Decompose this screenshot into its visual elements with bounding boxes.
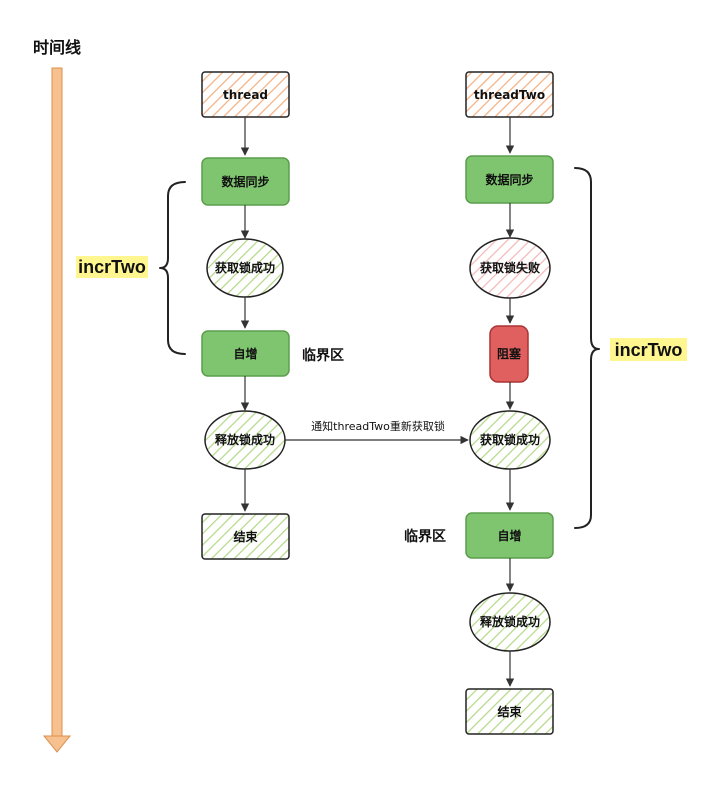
thread-two-blocked-label: 阻塞 (497, 346, 522, 361)
notify-label: 通知threadTwo重新获取锁 (311, 419, 445, 433)
thread-two-acquire-fail-node: 获取锁失败 (469, 237, 551, 299)
thread-two-acquire-node: 获取锁成功 (469, 410, 551, 470)
thread-two-end-node: 结束 (465, 688, 554, 735)
thread-one-increment-node: 自增 (201, 330, 290, 377)
thread-one-brace-label: incrTwo (78, 257, 146, 277)
thread-two-start-label: threadTwo (474, 88, 545, 102)
thread-one-acquire-node: 获取锁成功 (206, 238, 284, 298)
thread-two-sync-label: 数据同步 (485, 172, 533, 187)
thread-one-increment-label: 自增 (233, 346, 257, 361)
thread-one-start-node: thread (201, 71, 290, 118)
thread-two-end-label: 结束 (497, 704, 522, 719)
thread-two-brace-highlight (610, 338, 687, 361)
thread-one-brace-highlight (76, 256, 148, 278)
thread-two-increment-node: 自增 (465, 512, 554, 559)
thread-two-start-node: threadTwo (465, 71, 554, 118)
thread-one-critical-label: 临界区 (302, 347, 344, 364)
thread-two-brace (574, 167, 600, 529)
thread-two-release-label: 释放锁成功 (480, 614, 540, 629)
thread-two-increment-label: 自增 (497, 528, 521, 543)
thread-two-sync-node: 数据同步 (465, 155, 554, 204)
thread-two-acquire-fail-label: 获取锁失败 (479, 260, 540, 275)
thread-two-blocked-node: 阻塞 (489, 325, 529, 383)
timeline-arrow (42, 67, 72, 753)
thread-one-sync-node: 数据同步 (201, 157, 290, 206)
thread-one-brace (159, 181, 186, 355)
thread-one-end-node: 结束 (201, 513, 290, 560)
thread-one-acquire-label: 获取锁成功 (214, 260, 275, 275)
thread-one-release-node: 释放锁成功 (204, 410, 286, 470)
thread-two-critical-label: 临界区 (404, 528, 446, 545)
thread-one-release-label: 释放锁成功 (215, 432, 275, 447)
thread-one-start-label: thread (223, 88, 268, 102)
thread-two-brace-label: incrTwo (615, 340, 683, 360)
thread-one-sync-label: 数据同步 (221, 174, 269, 189)
thread-one-end-label: 结束 (233, 529, 258, 544)
thread-two-acquire-label: 获取锁成功 (479, 432, 540, 447)
thread-two-release-node: 释放锁成功 (469, 592, 551, 652)
timeline-label: 时间线 (33, 38, 81, 57)
